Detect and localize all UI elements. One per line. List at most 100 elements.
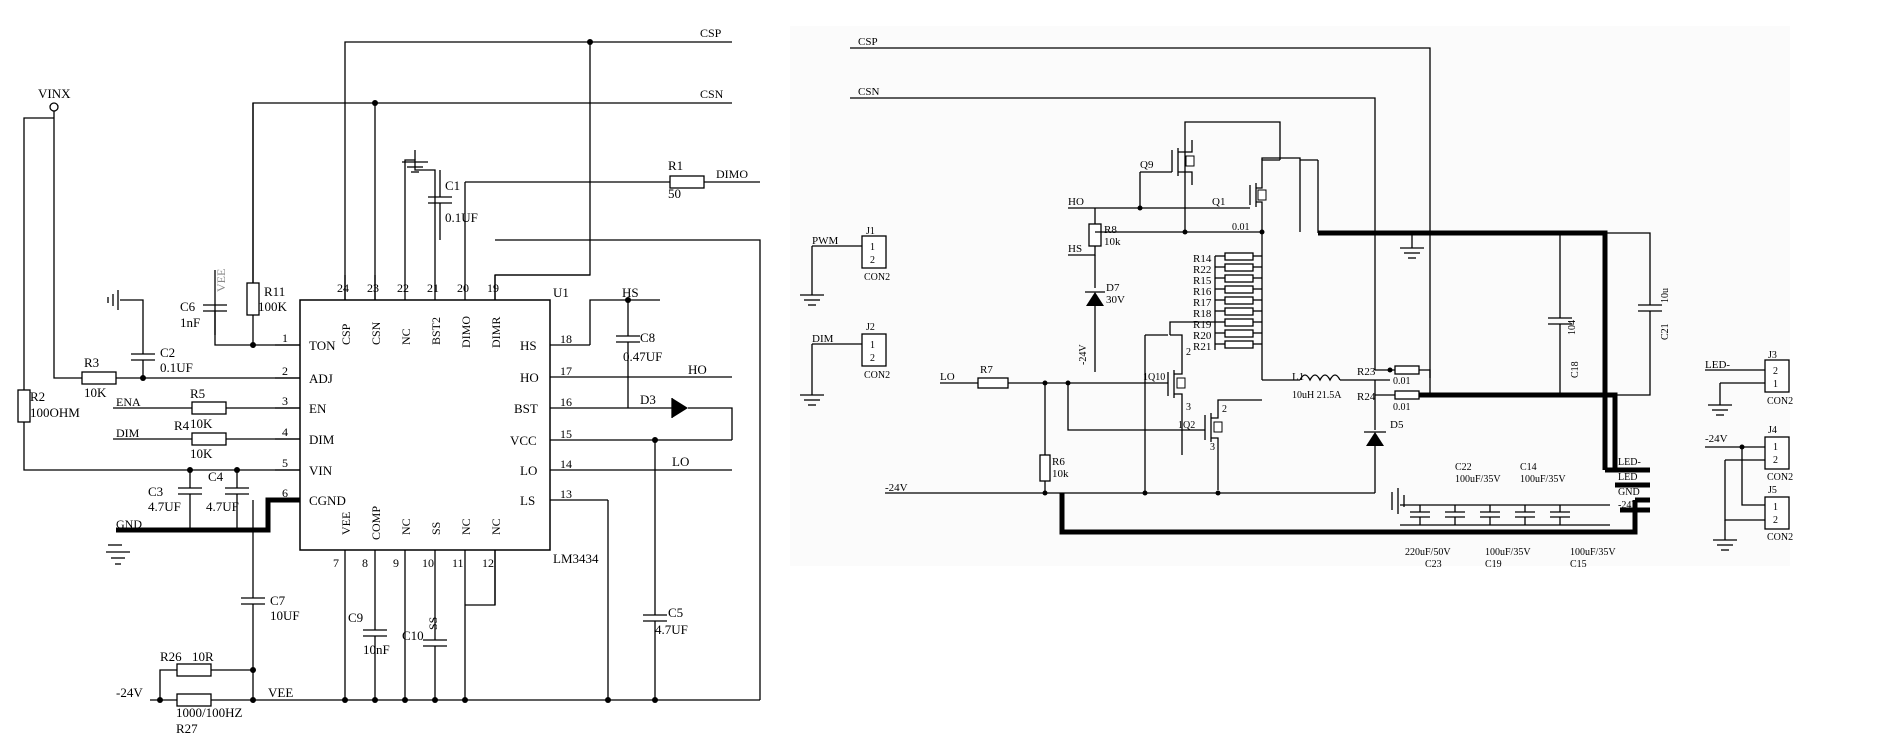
c14-value: 100uF/35V [1520, 474, 1566, 485]
net-label-vinx: VINX [38, 86, 71, 101]
net-label-ena: ENA [116, 395, 141, 409]
net-label-neg24v: -24V [116, 685, 143, 700]
c6-ref: C6 [180, 299, 196, 314]
pin-csn-name: CSN [369, 321, 383, 345]
pin-24-num: 24 [337, 281, 349, 295]
pin-9-num: 9 [393, 556, 399, 570]
sense-resistor-bank [1214, 232, 1263, 380]
r-net-label-pwm: PWM [812, 235, 839, 247]
gnd-symbol-j1 [800, 294, 824, 306]
pin-14-num: 14 [560, 457, 572, 471]
c5-value: 4.7UF [655, 622, 688, 637]
bus-label-led: LED [1618, 472, 1637, 483]
resistor-r4 [191, 432, 227, 446]
j4-type: CON2 [1767, 472, 1793, 483]
r-net-label-lo: LO [940, 371, 955, 383]
resistor-r3 [81, 371, 117, 385]
right-panel [790, 26, 1790, 566]
c14-ref: C14 [1520, 462, 1537, 473]
j2-p1: 1 [870, 340, 875, 351]
r-net-label-csp: CSP [858, 36, 878, 48]
r27-value: 1000/100HZ [176, 705, 243, 720]
pin-adj-name: ADJ [309, 371, 333, 386]
c3-value: 4.7UF [148, 499, 181, 514]
q10-pin2: 2 [1186, 347, 1191, 358]
c21-value: 10u [1660, 288, 1671, 303]
resistor-r24 [1394, 390, 1420, 400]
net-label-hs: HS [622, 285, 639, 300]
resistor-r8 [1088, 223, 1102, 247]
j4-ref: J4 [1768, 425, 1777, 436]
pin-16-num: 16 [560, 395, 572, 409]
net-label-vee-rotated: VEE [214, 269, 228, 292]
gnd-symbol-j2 [800, 394, 824, 406]
c4-value: 4.7UF [206, 499, 239, 514]
pin-17-num: 17 [560, 364, 572, 378]
pin-20-num: 20 [457, 281, 469, 295]
sense-r14: R14 [1193, 253, 1212, 265]
chip-ref: U1 [553, 285, 569, 300]
pin-nc22-name: NC [399, 328, 413, 345]
c1-value: 0.1UF [445, 210, 478, 225]
r8-ref: R8 [1104, 224, 1117, 236]
zener-d7 [1086, 292, 1104, 306]
gnd-symbol-c2 [107, 290, 119, 310]
bus-label-led-minus: LED- [1618, 457, 1641, 468]
net-label-gnd: GND [116, 517, 142, 531]
pin-4-num: 4 [282, 425, 288, 439]
pin-csp-name: CSP [339, 323, 353, 345]
d7-value: 30V [1106, 294, 1125, 306]
r6-ref: R6 [1052, 456, 1065, 468]
neg24-vertical: -24V [1078, 344, 1089, 365]
net-label-dim: DIM [116, 426, 140, 440]
pin-13-num: 13 [560, 487, 572, 501]
r2-value: 100OHM [30, 405, 80, 420]
connector-j2 [861, 333, 887, 367]
connector-j1 [861, 235, 887, 269]
c18-value: 104 [1567, 320, 1578, 335]
r4-ref: R4 [174, 418, 190, 433]
mosfet-q9 [1140, 121, 1281, 232]
q2-ref: 1Q2 [1178, 420, 1195, 431]
sense-r20: R20 [1193, 330, 1212, 342]
c2-ref: C2 [160, 345, 175, 360]
sense-r17: R17 [1193, 297, 1212, 309]
c5-ref: C5 [668, 605, 683, 620]
c15-ref: C15 [1570, 559, 1587, 570]
resistor-r26 [176, 663, 212, 677]
net-label-lo: LO [672, 454, 689, 469]
c8-ref: C8 [640, 330, 655, 345]
r4-value: 10K [190, 446, 213, 461]
gnd-symbol-j3 [1708, 404, 1732, 416]
sense-r15: R15 [1193, 275, 1212, 287]
d3-ref: D3 [640, 392, 656, 407]
r-net-label-csn: CSN [858, 86, 879, 98]
c22-ref: C22 [1455, 462, 1472, 473]
r-net-label-neg24v: -24V [885, 482, 908, 494]
pin-19-num: 19 [487, 281, 499, 295]
r2-ref: R2 [30, 389, 45, 404]
r3-ref: R3 [84, 355, 99, 370]
j3-ref: J3 [1768, 350, 1777, 361]
j2-type: CON2 [864, 370, 890, 381]
r27-ref: R27 [176, 721, 198, 734]
pin-7-num: 7 [333, 556, 339, 570]
r-net-label-hs: HS [1068, 243, 1082, 255]
chip-top-pins [344, 182, 496, 300]
q2-pin3: 3 [1210, 442, 1215, 453]
pin-3-num: 3 [282, 394, 288, 408]
bus-label-neg24: -24V [1618, 500, 1639, 511]
resistor-r7 [977, 377, 1009, 389]
c3-ref: C3 [148, 484, 163, 499]
q1-ref: Q1 [1212, 196, 1225, 208]
net-label-ho: HO [688, 362, 707, 377]
gnd-symbol-c1 [402, 150, 428, 173]
c2-value: 0.1UF [160, 360, 193, 375]
r7-ref: R7 [980, 364, 993, 376]
r26-ref: R26 [160, 649, 182, 664]
r8-value: 10k [1104, 236, 1121, 248]
r6-value: 10k [1052, 468, 1069, 480]
pin-vcc-name: VCC [510, 433, 537, 448]
connector-j5 [1764, 496, 1790, 530]
